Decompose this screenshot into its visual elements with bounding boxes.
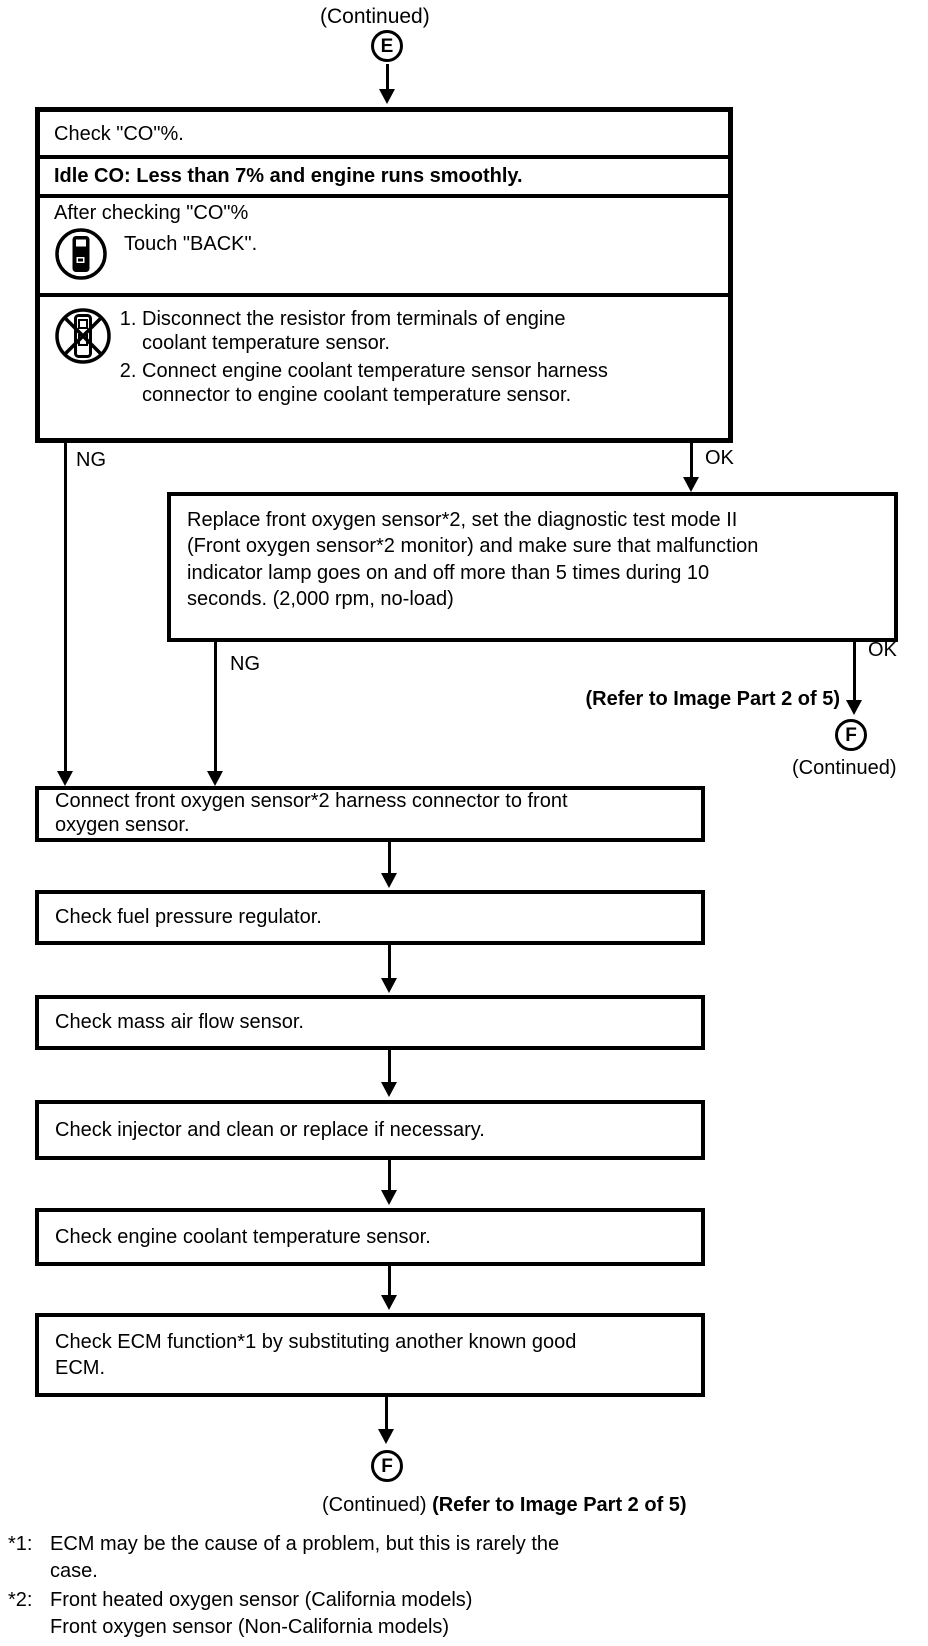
without-consult-icon xyxy=(54,307,112,371)
ng-line-2 xyxy=(214,642,217,772)
connect-oxygen-sensor-text: Connect front oxygen sensor*2 harness co… xyxy=(55,790,568,836)
connector-f-badge-bottom: F xyxy=(371,1450,403,1482)
consult-icon xyxy=(54,227,108,287)
step-item: Disconnect the resistor from terminals o… xyxy=(142,307,612,356)
check-injector-text: Check injector and clean or replace if n… xyxy=(55,1118,485,1141)
bottom-caption: (Continued) (Refer to Image Part 2 of 5) xyxy=(322,1493,687,1517)
ok-line-1 xyxy=(690,443,693,479)
without-consult-section: Disconnect the resistor from terminals o… xyxy=(40,297,728,438)
ok-line-2 xyxy=(853,642,856,701)
ng-label-1: NG xyxy=(76,449,106,471)
check-mass-air-flow-box: Check mass air flow sensor. xyxy=(35,995,705,1050)
arrow-down-icon xyxy=(379,89,395,104)
connector-f-badge-right: F xyxy=(835,719,867,751)
arrow-down-icon xyxy=(378,1429,394,1444)
footnote-1-label: *1: xyxy=(8,1533,33,1555)
refer-note-bottom: (Refer to Image Part 2 of 5) xyxy=(432,1494,687,1516)
after-checking-text: After checking "CO"% xyxy=(54,202,249,224)
check-fuel-pressure-box: Check fuel pressure regulator. xyxy=(35,890,705,945)
refer-note-right: (Refer to Image Part 2 of 5) xyxy=(585,688,840,710)
arrow-down-icon xyxy=(846,700,862,715)
check-coolant-sensor-text: Check engine coolant temperature sensor. xyxy=(55,1225,431,1248)
footnote-2-label: *2: xyxy=(8,1589,33,1611)
ng-label-2: NG xyxy=(230,653,260,675)
flow-line xyxy=(388,1050,391,1084)
check-co-box: Check "CO"%. Idle CO: Less than 7% and e… xyxy=(35,107,733,443)
after-checking-section: After checking "CO"% Touch "BACK". xyxy=(40,198,728,297)
step-list: Disconnect the resistor from terminals o… xyxy=(112,307,612,411)
connect-oxygen-sensor-box: Connect front oxygen sensor*2 harness co… xyxy=(35,786,705,842)
connector-e-badge: E xyxy=(371,30,403,62)
flow-line xyxy=(388,842,391,875)
step-item: Connect engine coolant temperature senso… xyxy=(142,359,612,408)
footnote-2: *2: Front heated oxygen sensor (Californ… xyxy=(8,1587,595,1641)
flow-line xyxy=(388,1266,391,1297)
continued-bottom-label: (Continued) xyxy=(322,1494,433,1516)
replace-oxygen-sensor-box: Replace front oxygen sensor*2, set the d… xyxy=(167,492,898,642)
arrow-down-icon xyxy=(381,873,397,888)
footnotes: *1: ECM may be the cause of a problem, b… xyxy=(8,1531,595,1641)
idle-co-spec-text: Idle CO: Less than 7% and engine runs sm… xyxy=(40,159,728,198)
check-fuel-pressure-text: Check fuel pressure regulator. xyxy=(55,906,322,928)
arrow-down-icon xyxy=(381,1082,397,1097)
check-ecm-box: Check ECM function*1 by substituting ano… xyxy=(35,1313,705,1397)
continued-right-label: (Continued) xyxy=(792,757,897,779)
ok-label-2: OK xyxy=(868,639,897,661)
check-co-text: Check "CO"%. xyxy=(40,112,728,159)
arrow-line-e xyxy=(386,64,389,90)
footnote-1: *1: ECM may be the cause of a problem, b… xyxy=(8,1531,595,1585)
flow-line xyxy=(388,945,391,979)
arrow-down-icon xyxy=(683,477,699,492)
flow-line xyxy=(388,1160,391,1192)
flow-line xyxy=(385,1397,388,1431)
touch-back-text: Touch "BACK". xyxy=(124,233,258,255)
check-mass-air-flow-text: Check mass air flow sensor. xyxy=(55,1011,304,1033)
footnote-2-line2: Front oxygen sensor (Non-California mode… xyxy=(50,1616,450,1638)
footnote-1-text: ECM may be the cause of a problem, but t… xyxy=(50,1533,560,1582)
check-ecm-text: Check ECM function*1 by substituting ano… xyxy=(55,1331,577,1379)
check-coolant-sensor-box: Check engine coolant temperature sensor. xyxy=(35,1208,705,1266)
arrow-down-icon xyxy=(57,771,73,786)
footnote-2-lines: Front heated oxygen sensor (California m… xyxy=(50,1587,472,1641)
ng-line-1 xyxy=(64,443,67,772)
arrow-down-icon xyxy=(207,771,223,786)
continued-top-label: (Continued) xyxy=(320,5,430,28)
arrow-down-icon xyxy=(381,1295,397,1310)
footnote-2-line1: Front heated oxygen sensor (California m… xyxy=(50,1589,473,1611)
ok-label-1: OK xyxy=(705,447,734,469)
arrow-down-icon xyxy=(381,978,397,993)
check-injector-box: Check injector and clean or replace if n… xyxy=(35,1100,705,1160)
replace-oxygen-sensor-text: Replace front oxygen sensor*2, set the d… xyxy=(187,509,759,611)
arrow-down-icon xyxy=(381,1190,397,1205)
